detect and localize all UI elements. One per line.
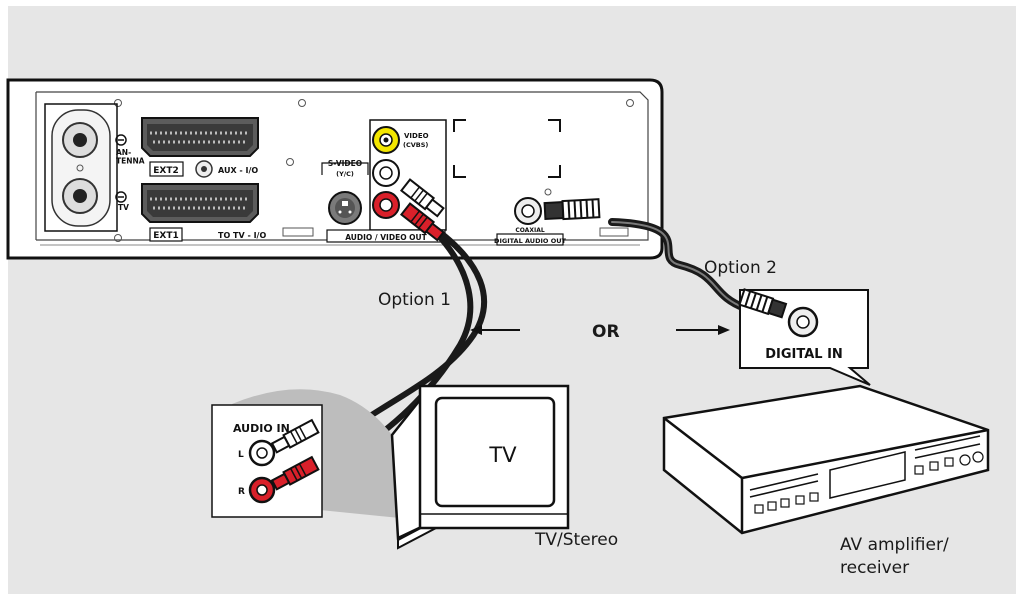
audio-right-label: R <box>238 487 245 497</box>
ext2-label: EXT2 <box>153 166 179 176</box>
rca-plug-red-tv <box>270 455 320 491</box>
to-tv-io-label: TO TV - I/O <box>218 231 266 240</box>
tv-symbol-icon <box>115 191 127 203</box>
av-output-block: VIDEO (CVBS) AUDIO / VIDEO OUT <box>326 119 447 243</box>
amplifier-caption-line1: AV amplifier/ <box>840 535 949 555</box>
antenna-symbol-icon <box>115 134 127 146</box>
tv-screen <box>434 396 556 508</box>
option1-label: Option 1 <box>378 290 451 310</box>
audio-in-label: AUDIO IN <box>233 422 290 435</box>
amplifier-caption-line2: receiver <box>840 558 910 578</box>
option2-label: Option 2 <box>704 258 777 278</box>
empty-slot-brackets <box>453 119 561 178</box>
s-video-label: S-VIDEO <box>328 159 362 168</box>
ext1-label: EXT1 <box>153 231 179 241</box>
av-amplifier <box>662 384 990 535</box>
tv-audio-in-panel: AUDIO IN L R <box>211 404 323 518</box>
video-sub-label: (CVBS) <box>403 141 428 149</box>
scart-ext1: EXT1 TO TV - I/O <box>141 183 266 242</box>
antenna-block: AN-TENNA TV <box>44 103 145 232</box>
option1-arrow <box>470 325 520 335</box>
audio-left-label: L <box>238 450 244 460</box>
antenna-label: AN-TENNA <box>116 148 145 165</box>
audio-left-cable <box>342 222 488 436</box>
video-label: VIDEO <box>404 132 429 140</box>
coaxial-port: COAXIAL DIGITAL AUDIO OUT <box>494 188 567 246</box>
coaxial-plug-recorder <box>543 198 601 221</box>
s-video-port: S-VIDEO (Y/C) <box>321 159 369 225</box>
coaxial-plug-amplifier <box>738 288 788 319</box>
scart-ext2: EXT2 AUX - I/O <box>141 117 259 178</box>
coaxial-label: COAXIAL <box>515 227 544 234</box>
rca-plug-white-top <box>399 178 445 218</box>
s-video-sub-label: (Y/C) <box>336 170 354 178</box>
rca-plug-white-tv <box>270 418 320 454</box>
digital-audio-out-label: DIGITAL AUDIO OUT <box>494 237 566 245</box>
tv-port-label: TV <box>118 203 129 212</box>
aux-io-label: AUX - I/O <box>218 166 258 175</box>
tv-screen-label: TV <box>488 443 517 467</box>
tv-set: TV <box>390 384 570 550</box>
digital-in-label: DIGITAL IN <box>765 347 843 362</box>
option2-arrow <box>676 325 730 335</box>
or-label: OR <box>592 322 620 342</box>
rca-plug-red-top <box>399 202 445 242</box>
av-out-label: AUDIO / VIDEO OUT <box>345 233 427 242</box>
tv-stereo-caption: TV/Stereo <box>535 530 619 550</box>
